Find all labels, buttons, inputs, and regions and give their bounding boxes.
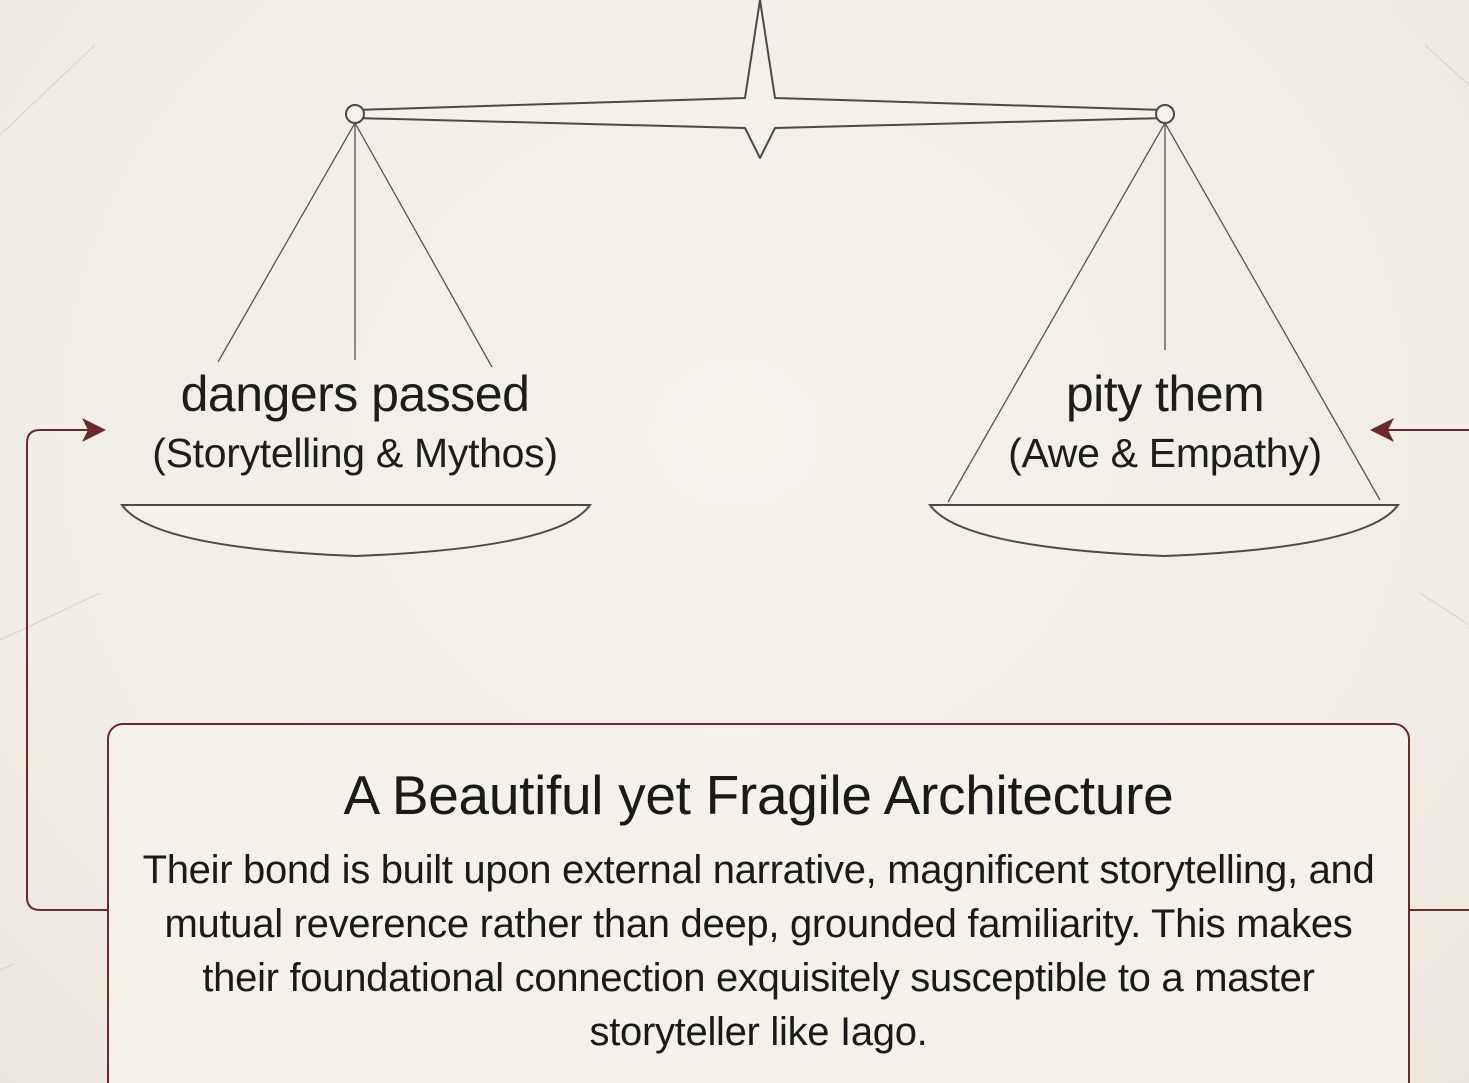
left-pan-label: dangers passed (Storytelling & Mythos) bbox=[90, 366, 620, 478]
left-pan-primary-text: dangers passed bbox=[90, 366, 620, 422]
decor-line-mid-right bbox=[1420, 593, 1469, 625]
right-pan-primary-text: pity them bbox=[940, 366, 1390, 422]
decor-line-top-right bbox=[1425, 45, 1469, 85]
right-pan-label: pity them (Awe & Empathy) bbox=[940, 366, 1390, 478]
left-hanger-outer bbox=[218, 123, 355, 362]
beam-pivot-right bbox=[1156, 105, 1174, 123]
scale-beam bbox=[346, 0, 1174, 158]
left-feedback-arrow bbox=[27, 418, 107, 910]
decor-line-bottom-left bbox=[0, 964, 14, 970]
right-pan-secondary-text: (Awe & Empathy) bbox=[940, 428, 1390, 478]
callout-body: Their bond is built upon external narrat… bbox=[139, 843, 1379, 1059]
summary-callout-box: A Beautiful yet Fragile Architecture The… bbox=[107, 723, 1410, 1083]
decor-line-top-left bbox=[0, 45, 95, 135]
left-hanger-inner bbox=[355, 123, 492, 367]
right-pan bbox=[930, 505, 1398, 556]
decor-line-mid-left bbox=[0, 593, 100, 640]
callout-title: A Beautiful yet Fragile Architecture bbox=[109, 763, 1408, 827]
left-pan-hangers bbox=[218, 123, 492, 367]
beam-pivot-left bbox=[346, 105, 364, 123]
beam-shape bbox=[355, 0, 1165, 158]
left-arrow-path bbox=[27, 430, 107, 910]
left-pan-secondary-text: (Storytelling & Mythos) bbox=[90, 428, 620, 478]
left-pan bbox=[122, 505, 590, 556]
